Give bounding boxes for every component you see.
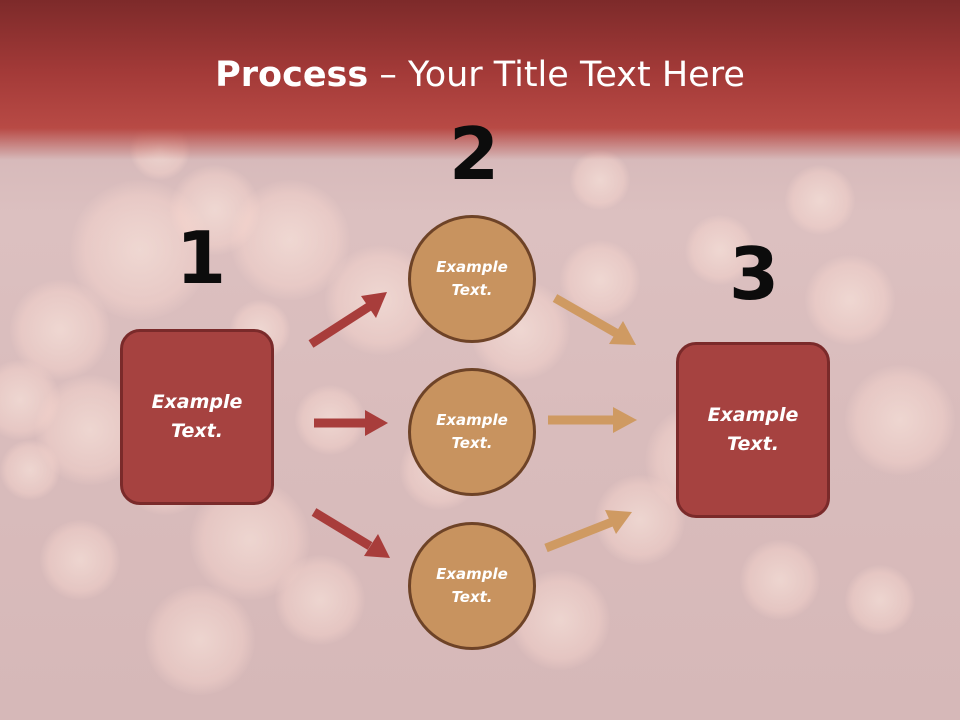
- arrow-left-to-top: [308, 292, 387, 348]
- title-rest: – Your Title Text Here: [368, 55, 745, 95]
- circle-top-label: Example Text.: [436, 258, 508, 299]
- title-bold: Process: [215, 55, 369, 95]
- title-bar: [0, 0, 960, 160]
- step-number-3: 3: [729, 232, 780, 316]
- arrow-left-to-middle: [314, 410, 388, 436]
- right-process-box[interactable]: Example Text.: [676, 342, 830, 518]
- arrow-left-to-bottom: [311, 508, 390, 558]
- arrow-bottom-to-right: [544, 510, 632, 553]
- circle-bottom-label: Example Text.: [436, 565, 508, 606]
- left-process-box[interactable]: Example Text.: [120, 329, 274, 505]
- arrow-middle-to-right: [548, 407, 637, 433]
- step-number-2: 2: [449, 112, 500, 196]
- circle-middle[interactable]: Example Text.: [408, 368, 536, 496]
- circle-middle-label: Example Text.: [436, 411, 508, 452]
- circle-top[interactable]: Example Text.: [408, 215, 536, 343]
- arrow-top-to-right: [552, 294, 636, 345]
- right-box-label: Example Text.: [707, 404, 799, 455]
- step-number-1: 1: [176, 216, 227, 300]
- slide-title[interactable]: Process – Your Title Text Here: [0, 52, 960, 98]
- circle-bottom[interactable]: Example Text.: [408, 522, 536, 650]
- left-box-label: Example Text.: [151, 391, 243, 442]
